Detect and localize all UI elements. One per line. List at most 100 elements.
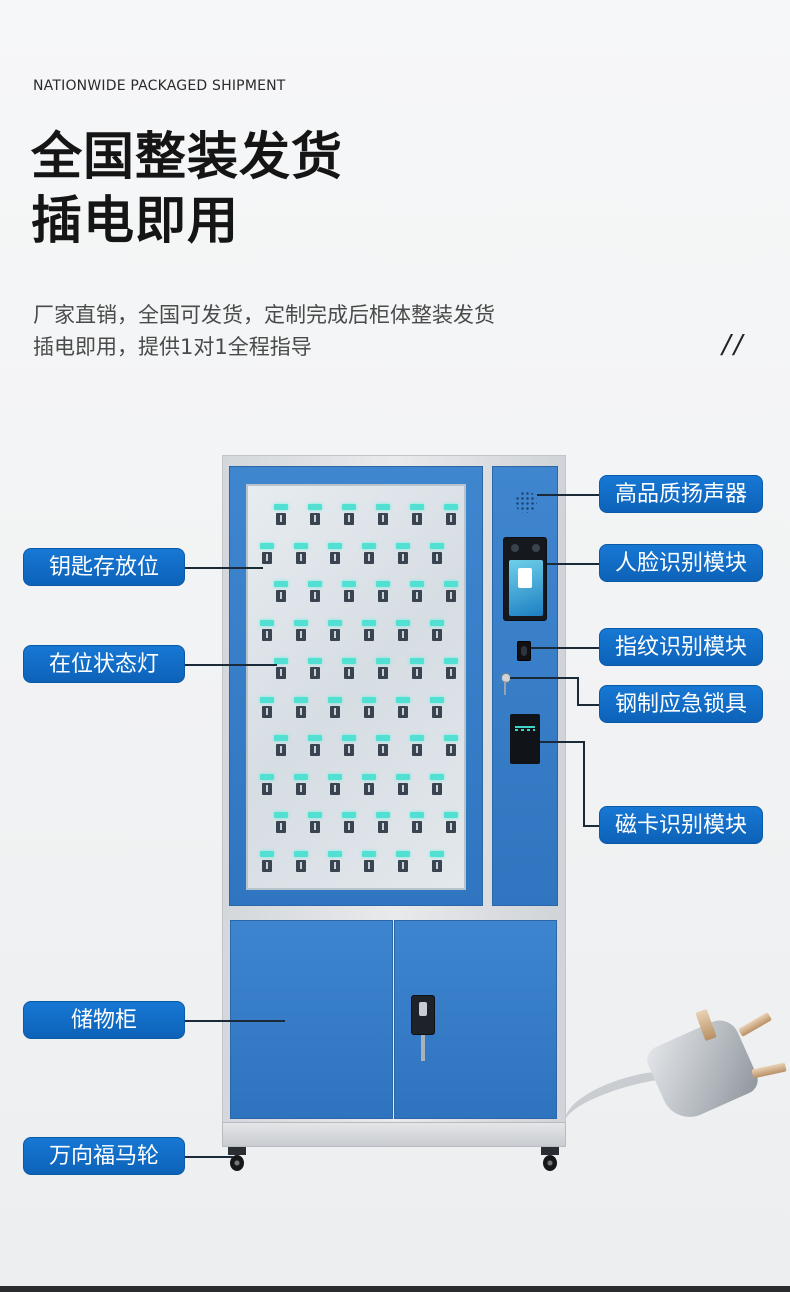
- label-fingerprint: 指纹识别模块: [599, 628, 763, 666]
- key-slot: [328, 773, 342, 795]
- status-led: [328, 696, 342, 703]
- label-storage-cabinet: 储物柜: [23, 1001, 185, 1039]
- key-hook-icon: [330, 628, 340, 641]
- caster-wheel-right: [541, 1147, 559, 1173]
- key-hook-icon: [344, 590, 354, 602]
- status-led: [444, 812, 458, 818]
- key-hook-icon: [276, 513, 286, 525]
- key-hook-icon: [446, 744, 456, 756]
- key-slot: [362, 773, 376, 795]
- key-slot: [294, 850, 308, 872]
- key-hook-icon: [398, 705, 408, 718]
- key-hook-icon: [412, 513, 422, 525]
- key-hook-icon: [398, 859, 408, 872]
- leader-line: [531, 647, 599, 649]
- status-led: [410, 658, 424, 664]
- status-led: [294, 542, 308, 549]
- description-line1: 厂家直销，全国可发货，定制完成后柜体整装发货: [33, 303, 495, 327]
- status-led: [444, 735, 458, 741]
- label-status-light: 在位状态灯: [23, 645, 185, 683]
- key-slot: [274, 735, 288, 756]
- key-slot: [260, 773, 274, 795]
- leader-line: [510, 677, 578, 679]
- leader-line: [185, 1156, 233, 1158]
- key-slot: [294, 619, 308, 641]
- leader-line: [547, 563, 599, 565]
- key-slot: [410, 658, 424, 679]
- status-led: [308, 735, 322, 741]
- key-hook-icon: [378, 744, 388, 756]
- key-slot: [342, 504, 356, 525]
- key-slot: [444, 581, 458, 602]
- key-hook-icon: [432, 859, 442, 872]
- key-slot: [396, 542, 410, 564]
- status-led: [274, 658, 288, 664]
- key-hook-icon: [276, 590, 286, 602]
- key-hook-icon: [310, 821, 320, 833]
- status-led: [430, 773, 444, 780]
- headline-line2: 插电即用: [31, 192, 240, 251]
- key-slot: [376, 658, 390, 679]
- key-hook-icon: [296, 551, 306, 564]
- key-hook-icon: [296, 628, 306, 641]
- status-led: [308, 658, 322, 664]
- key-slot: [396, 619, 410, 641]
- key-slot: [396, 850, 410, 872]
- key-hook-icon: [412, 590, 422, 602]
- label-card-reader: 磁卡识别模块: [599, 806, 763, 844]
- status-led: [430, 619, 444, 626]
- status-led: [260, 850, 274, 857]
- status-led: [410, 504, 424, 510]
- status-led: [274, 504, 288, 510]
- key-hook-icon: [330, 705, 340, 718]
- hanging-key-icon: [421, 1035, 425, 1061]
- cabinet-base: [222, 1122, 566, 1147]
- key-hook-icon: [432, 628, 442, 641]
- key-slot: [328, 542, 342, 564]
- eyebrow-text: NATIONWIDE PACKAGED SHIPMENT: [33, 78, 286, 94]
- key-slot: [294, 696, 308, 718]
- leader-line: [537, 494, 599, 496]
- status-led: [410, 581, 424, 587]
- key-hook-icon: [446, 513, 456, 525]
- status-led: [396, 619, 410, 626]
- status-led: [430, 542, 444, 549]
- status-led: [328, 542, 342, 549]
- key-hook-icon: [432, 551, 442, 564]
- wave-icon: [515, 726, 535, 732]
- key-hook-icon: [364, 705, 374, 718]
- key-slot: [308, 812, 322, 833]
- key-slot: [396, 773, 410, 795]
- card-reader-module: [510, 714, 540, 764]
- key-slot: [274, 581, 288, 602]
- key-slot: [342, 735, 356, 756]
- key-hook-icon: [378, 821, 388, 833]
- status-led: [328, 773, 342, 780]
- key-slot: [362, 619, 376, 641]
- status-led: [342, 504, 356, 510]
- key-hook-icon: [398, 551, 408, 564]
- key-slot: [294, 773, 308, 795]
- emergency-lock-key-icon: [500, 673, 511, 695]
- status-led: [260, 696, 274, 703]
- status-led: [444, 504, 458, 510]
- status-led: [294, 850, 308, 857]
- status-led: [362, 696, 376, 703]
- status-led: [294, 773, 308, 780]
- key-slot: [274, 658, 288, 679]
- leader-line: [577, 704, 599, 706]
- key-hook-icon: [378, 590, 388, 602]
- status-led: [396, 850, 410, 857]
- status-led: [274, 581, 288, 587]
- leader-line: [583, 825, 599, 827]
- key-hook-icon: [296, 782, 306, 795]
- key-slot: [342, 658, 356, 679]
- key-hook-icon: [378, 667, 388, 679]
- leader-line: [577, 677, 579, 704]
- status-led: [260, 773, 274, 780]
- key-slot: [376, 735, 390, 756]
- key-hook-icon: [262, 551, 272, 564]
- decorative-slashes: //: [722, 330, 746, 360]
- status-led: [308, 504, 322, 510]
- key-slot: [328, 850, 342, 872]
